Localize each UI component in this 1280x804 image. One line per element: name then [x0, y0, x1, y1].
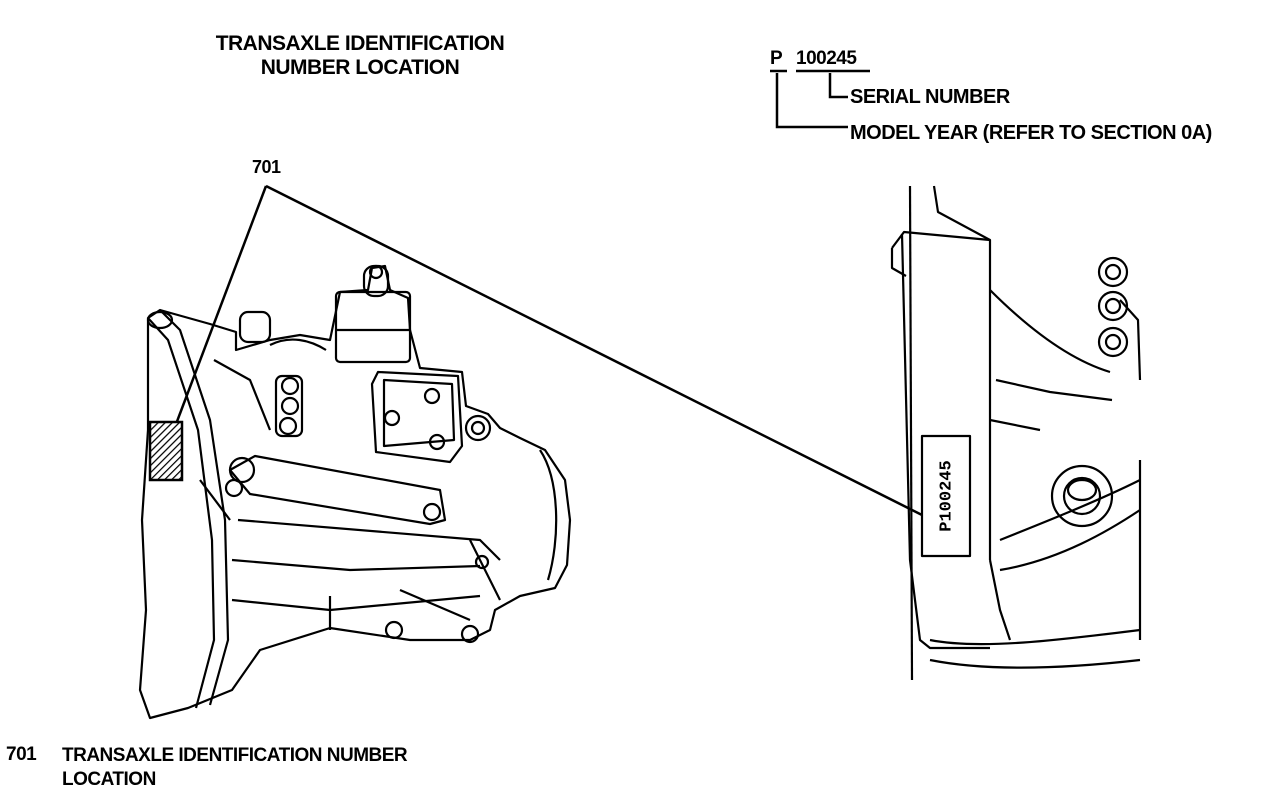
transaxle-left-view — [138, 264, 572, 720]
callout-number: 701 — [252, 157, 281, 177]
title-line-1: TRANSAXLE IDENTIFICATION — [215, 32, 505, 55]
diagram-title: TRANSAXLE IDENTIFICATION NUMBER LOCATION — [160, 32, 560, 80]
code-bracket — [770, 69, 870, 129]
id-plate-stamp: P100245 — [937, 460, 956, 531]
serial-number-code: 100245 — [796, 48, 857, 69]
model-year-label: MODEL YEAR (REFER TO SECTION 0A) — [850, 122, 1212, 144]
model-year-code: P — [770, 48, 783, 69]
transaxle-closeup-view — [890, 185, 1142, 681]
callout-leaders — [168, 184, 923, 517]
legend-line-2: LOCATION — [62, 769, 156, 790]
legend-description: TRANSAXLE IDENTIFICATION NUMBER LOCATION — [62, 744, 408, 792]
serial-number-label: SERIAL NUMBER — [850, 86, 1010, 108]
legend-line-1: TRANSAXLE IDENTIFICATION NUMBER — [62, 745, 408, 766]
legend-number: 701 — [6, 744, 37, 765]
id-location-hatch — [148, 420, 184, 482]
title-line-2: NUMBER LOCATION — [260, 56, 460, 79]
id-plate — [920, 434, 972, 558]
